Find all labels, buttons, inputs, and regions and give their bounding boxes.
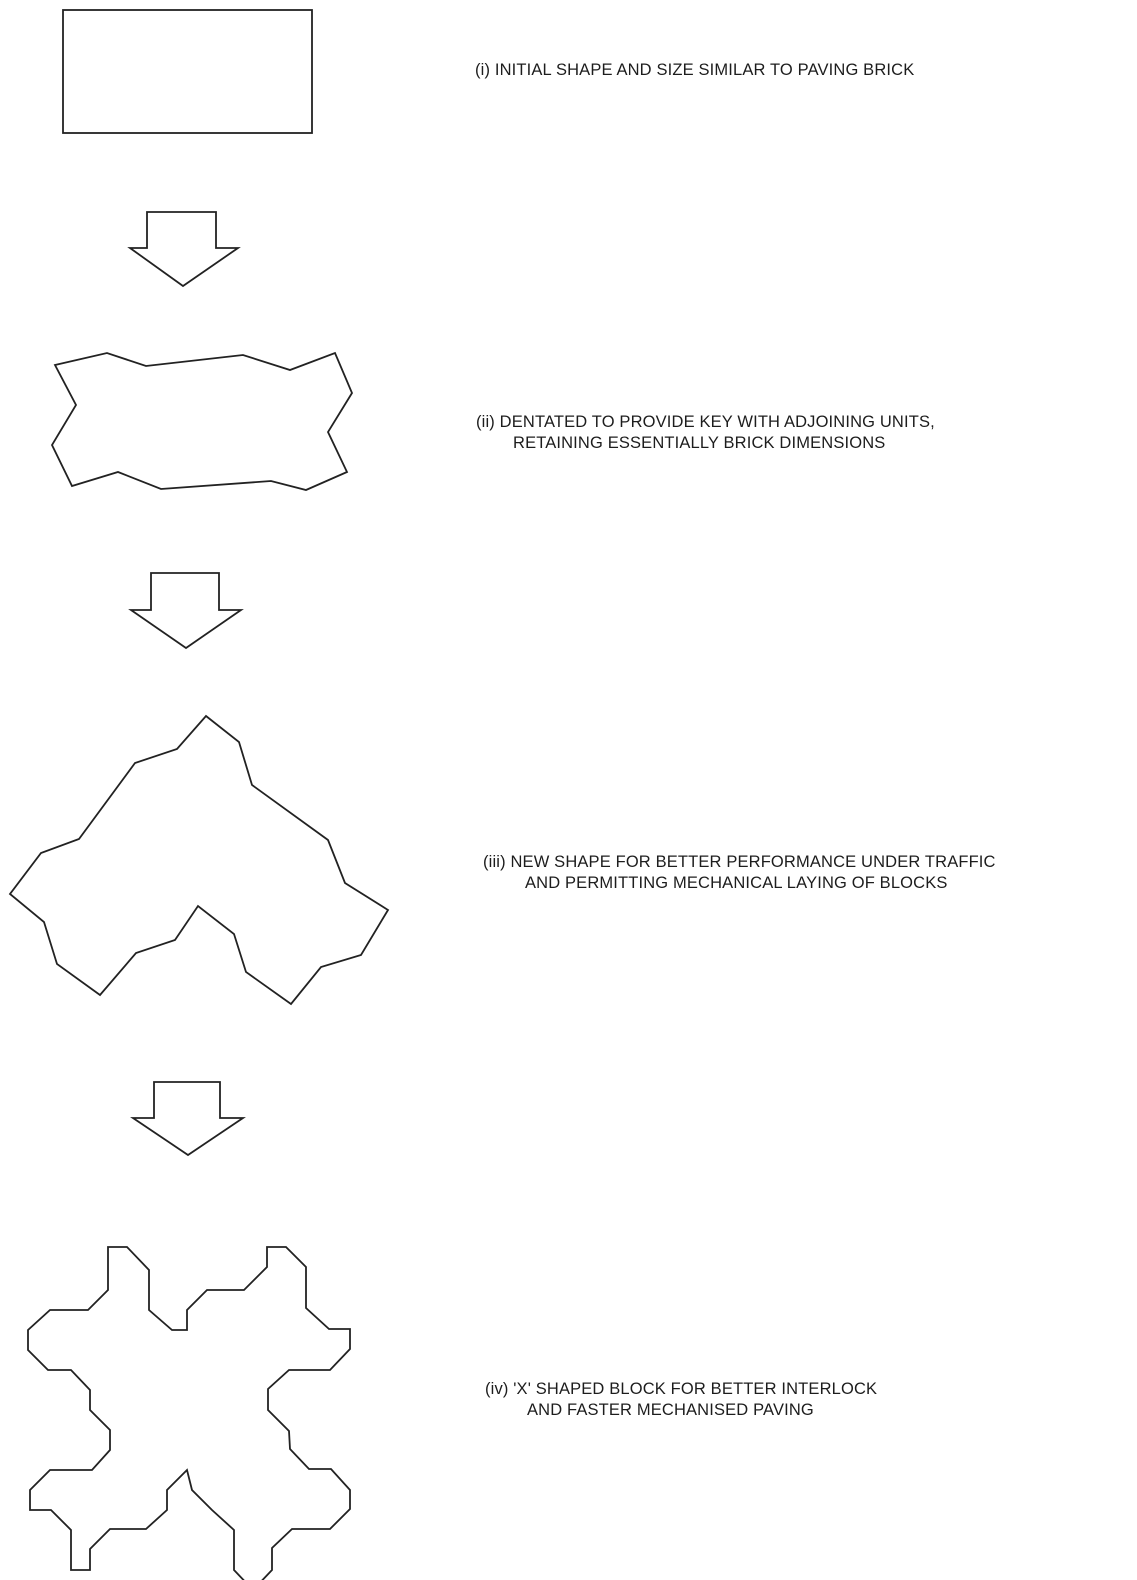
step-4-caption: (iv) 'X' SHAPED BLOCK FOR BETTER INTERLO… [485, 1379, 877, 1421]
step-2-caption: (ii) DENTATED TO PROVIDE KEY WITH ADJOIN… [476, 412, 935, 454]
step-4-text-line2: AND FASTER MECHANISED PAVING [527, 1401, 814, 1419]
step-2-text-line2: RETAINING ESSENTIALLY BRICK DIMENSIONS [513, 434, 886, 452]
down-arrow-3 [130, 1081, 246, 1157]
step-1-caption: (i) INITIAL SHAPE AND SIZE SIMILAR TO PA… [475, 60, 914, 81]
rectangular-brick-shape [62, 9, 313, 134]
step-1-text: INITIAL SHAPE AND SIZE SIMILAR TO PAVING… [494, 61, 915, 79]
step-3-caption: (iii) NEW SHAPE FOR BETTER PERFORMANCE U… [483, 852, 996, 894]
new-performance-shape [8, 714, 390, 1006]
down-arrow-2 [128, 572, 244, 650]
dentated-brick-shape [50, 351, 354, 491]
step-4-text-line1: 'X' SHAPED BLOCK FOR BETTER INTERLOCK [513, 1380, 878, 1398]
step-3-number: (iii) [483, 853, 506, 871]
step-1-number: (i) [475, 61, 491, 79]
step-2-text-line1: DENTATED TO PROVIDE KEY WITH ADJOINING U… [499, 413, 935, 431]
step-2-number: (ii) [476, 413, 495, 431]
step-4-number: (iv) [485, 1380, 509, 1398]
x-shaped-block [27, 1246, 351, 1580]
step-3-text-line1: NEW SHAPE FOR BETTER PERFORMANCE UNDER T… [510, 853, 996, 871]
down-arrow-1 [127, 211, 241, 288]
step-3-text-line2: AND PERMITTING MECHANICAL LAYING OF BLOC… [525, 874, 948, 892]
